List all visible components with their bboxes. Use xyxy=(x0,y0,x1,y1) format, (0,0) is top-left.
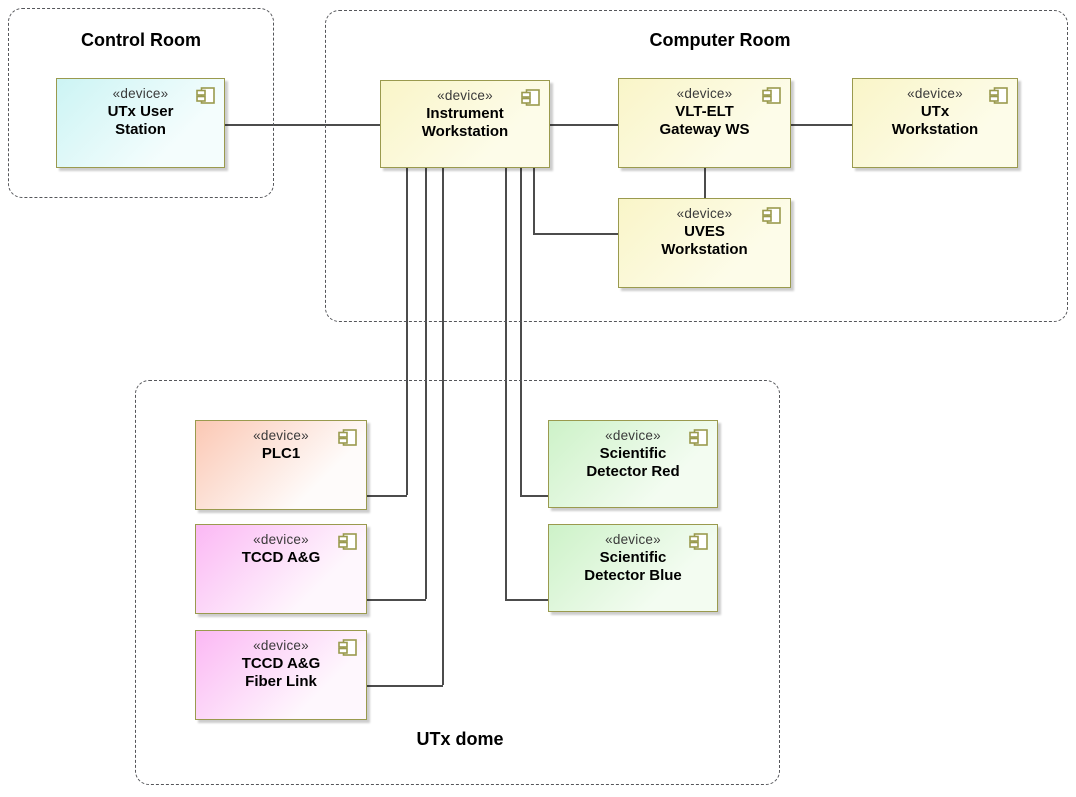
connection-instrument-workstation--scientific-detector-blue xyxy=(505,599,548,601)
device-tccd-ag[interactable]: «device» TCCD A&G xyxy=(195,524,367,614)
component-icon xyxy=(689,429,708,446)
connection-instrument-workstation--uves-workstation xyxy=(533,233,618,235)
device-stereotype: «device» xyxy=(112,86,169,101)
device-name: TCCD A&G xyxy=(241,549,321,566)
connection-instrument-workstation--plc1 xyxy=(406,168,408,495)
device-stereotype: «device» xyxy=(253,532,309,547)
component-icon xyxy=(521,89,540,106)
device-stereotype: «device» xyxy=(907,86,963,101)
connection-instrument-workstation--tccd-ag-fiber-link xyxy=(442,168,444,685)
device-stereotype: «device» xyxy=(437,88,493,103)
connection-instrument-workstation--scientific-detector-blue xyxy=(505,168,507,599)
region-label-control-room: Control Room xyxy=(81,30,201,50)
connection-instrument-workstation--scientific-detector-red xyxy=(520,168,522,495)
connection-instrument-workstation--tccd-ag xyxy=(367,599,426,601)
region-control-room[interactable] xyxy=(8,8,274,198)
connection-instrument-workstation--scientific-detector-red xyxy=(520,495,548,497)
connection-instrument-workstation--tccd-ag xyxy=(425,168,427,599)
device-stereotype: «device» xyxy=(605,532,661,547)
component-icon xyxy=(338,533,357,550)
region-label-utx-dome: UTx dome xyxy=(416,729,504,749)
component-icon xyxy=(762,207,781,224)
connection-instrument-workstation--plc1 xyxy=(367,495,407,497)
region-utx-dome[interactable] xyxy=(135,380,780,785)
device-name: PLC1 xyxy=(261,445,301,462)
connection-instrument-workstation--vlt-elt-gateway-ws xyxy=(550,124,618,126)
component-icon xyxy=(338,639,357,656)
region-label-computer-room: Computer Room xyxy=(649,30,791,50)
component-icon xyxy=(989,87,1008,104)
connection-instrument-workstation--uves-workstation xyxy=(533,168,535,233)
device-stereotype: «device» xyxy=(605,428,661,443)
device-stereotype: «device» xyxy=(676,86,733,101)
device-stereotype: «device» xyxy=(676,206,733,221)
component-icon xyxy=(338,429,357,446)
connection-utx-user-station--instrument-workstation xyxy=(225,124,380,126)
connection-instrument-workstation--tccd-ag-fiber-link xyxy=(367,685,443,687)
component-icon xyxy=(196,87,215,104)
component-icon xyxy=(689,533,708,550)
component-icon xyxy=(762,87,781,104)
connection-vlt-elt-gateway-ws--utx-workstation xyxy=(791,124,852,126)
region-computer-room[interactable] xyxy=(325,10,1068,322)
device-stereotype: «device» xyxy=(253,428,309,443)
device-plc1[interactable]: «device» PLC1 xyxy=(195,420,367,510)
device-stereotype: «device» xyxy=(253,638,309,653)
connection-vlt-elt-gateway-ws--uves-workstation xyxy=(704,168,706,198)
